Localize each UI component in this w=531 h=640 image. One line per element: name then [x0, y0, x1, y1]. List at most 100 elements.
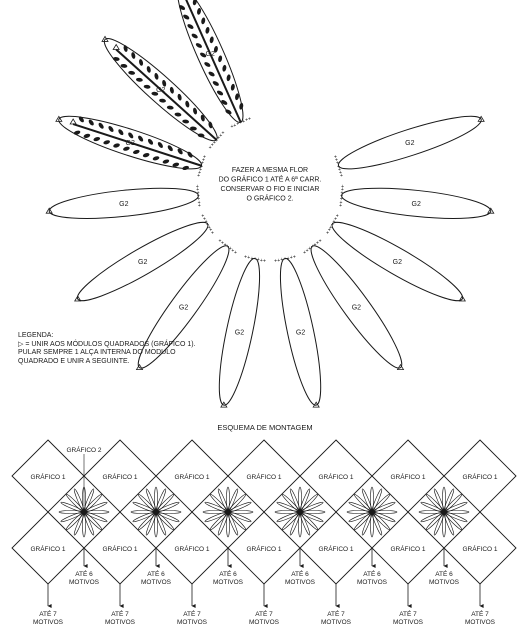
petal-stitch: [200, 114, 205, 122]
petal-outline: [48, 187, 199, 219]
motif-petal: [155, 512, 167, 536]
motif-petal: [442, 486, 446, 512]
motif-petal: [202, 510, 228, 514]
center-line: O GRÁFICO 2.: [246, 194, 293, 203]
petal-stitch: [208, 71, 215, 77]
motif-petal: [130, 510, 156, 514]
stitch-mark: +: [229, 246, 232, 252]
stitch-mark: +: [202, 158, 205, 164]
motif-petal: [298, 512, 302, 538]
stitch-mark: +: [340, 173, 343, 179]
motif-petal: [420, 511, 444, 523]
join-triangle: [458, 295, 466, 302]
petal-stitch: [147, 138, 154, 145]
stitch-mark: +: [250, 256, 253, 262]
stitch-mark: +: [198, 200, 201, 206]
motif-center: [81, 509, 87, 515]
stitch-mark: +: [329, 225, 332, 231]
petal-stitch: [154, 73, 159, 80]
motif-petal: [372, 511, 396, 523]
stitch-mark: +: [340, 194, 343, 200]
legend: LEGENDA: ▷ = UNIR AOS MÓDULOS QUADRADOS …: [18, 332, 238, 366]
stitch-mark: +: [213, 140, 216, 146]
motif-center: [297, 509, 303, 515]
stitch-mark: +: [254, 256, 257, 262]
stitch-mark: +: [338, 167, 341, 173]
square-label: GRÁFICO 1: [246, 544, 281, 553]
motif-petal: [132, 511, 156, 523]
join-triangle-icon: ▷: [18, 340, 24, 348]
petal-stitch: [218, 55, 223, 63]
motif-petal: [444, 511, 468, 523]
petal-closed: +++++++G2: [74, 214, 214, 302]
motif-petal: [217, 512, 229, 536]
join-triangle: [312, 401, 320, 408]
stitch-mark: +: [198, 170, 201, 176]
petal-stitch: [169, 86, 174, 94]
petal-outline: [137, 245, 230, 369]
motif-center: [225, 509, 231, 515]
stitch-mark: +: [233, 123, 236, 129]
motif-petal: [276, 501, 300, 513]
petal-stitch: [132, 149, 140, 154]
flower-motif: [274, 486, 326, 538]
stitch-mark: +: [221, 131, 224, 137]
flower-motif: [418, 486, 470, 538]
center-line: CONSERVAR O FIO E INICIAR: [221, 186, 320, 193]
arrow-label-lower: MOTIVOS: [465, 619, 496, 626]
motif-petal: [145, 488, 157, 512]
motif-petal: [154, 486, 158, 512]
petal-stitch: [174, 112, 182, 117]
stitch-mark: +: [334, 155, 337, 161]
square-label: GRÁFICO 1: [30, 472, 65, 481]
motif-petal: [420, 501, 444, 513]
motif-petal: [418, 510, 444, 514]
stitch-mark: +: [197, 194, 200, 200]
motif-petal: [276, 511, 300, 523]
legend-title: LEGENDA:: [18, 332, 54, 339]
motif-petal: [73, 488, 85, 512]
stitch-mark: +: [337, 164, 340, 170]
petal-stitch: [183, 14, 190, 20]
petal-closed: +++++++G2: [101, 35, 224, 151]
motif-petal: [217, 488, 229, 512]
petal-stitch: [221, 100, 228, 105]
grafico2-label: GRÁFICO 2: [66, 445, 101, 454]
petal-stitch: [142, 153, 150, 158]
petal-stitch: [135, 77, 143, 82]
stitch-mark: +: [313, 242, 316, 248]
motif-petal: [60, 501, 84, 513]
motif-petal: [300, 501, 324, 513]
stitch-mark: +: [203, 155, 206, 161]
motif-petal: [443, 512, 455, 536]
petal-stitch: [167, 145, 173, 152]
petal-stitch: [235, 93, 240, 101]
flower-motif: [202, 486, 254, 538]
petal-stitch: [193, 107, 198, 115]
motif-petal: [444, 501, 468, 513]
petal-stitch: [190, 126, 197, 131]
motif-petal: [443, 488, 455, 512]
motif-petal: [82, 512, 86, 538]
motif-petal: [444, 510, 470, 514]
petal-stitch: [201, 17, 206, 25]
stitch-mark: +: [239, 120, 242, 126]
flower-motif: [130, 486, 182, 538]
petal-stitch: [185, 100, 190, 108]
petal-stitch: [93, 137, 101, 142]
petal-closed: +++++++G2: [218, 254, 266, 408]
motif-petal: [154, 512, 158, 538]
petal-closed: +++++++G2: [274, 254, 322, 408]
arrow-label-lower: ATÉ 7: [111, 609, 129, 618]
petal-stitch: [118, 129, 124, 136]
stitch-mark: +: [236, 122, 239, 128]
arrow-label-lower: ATÉ 7: [471, 609, 489, 618]
stitch-mark: +: [206, 222, 209, 228]
stitch-mark: +: [209, 145, 212, 151]
motif-petal: [155, 488, 167, 512]
petal-outline: [341, 187, 492, 219]
petal-stitch: [182, 119, 190, 124]
join-triangle: [74, 295, 82, 302]
